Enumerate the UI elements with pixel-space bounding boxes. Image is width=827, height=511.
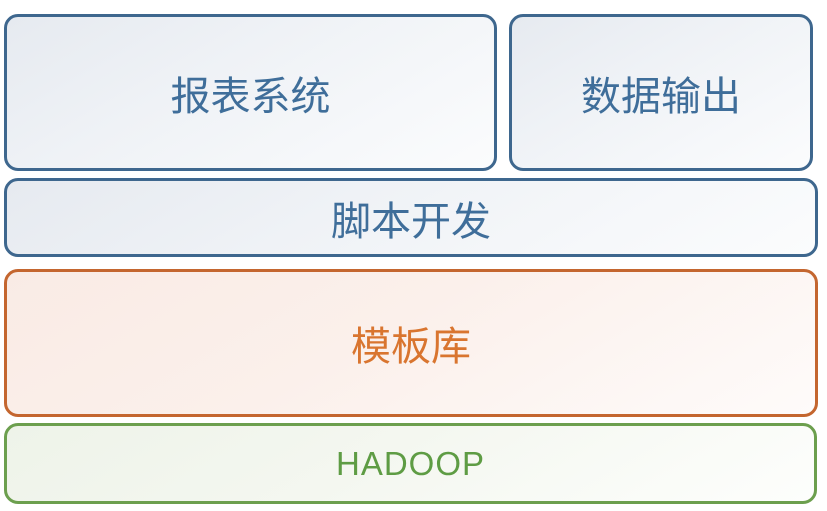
node-report-system-label: 报表系统 xyxy=(170,74,331,119)
node-script-dev-label: 脚本开发 xyxy=(331,199,491,244)
node-script-dev: 脚本开发 xyxy=(4,178,818,257)
node-report-system: 报表系统 xyxy=(4,14,497,171)
node-template-library: 模板库 xyxy=(4,269,818,417)
node-hadoop: HADOOP xyxy=(4,423,817,504)
node-hadoop-label: HADOOP xyxy=(335,444,486,482)
node-data-output: 数据输出 xyxy=(509,14,813,171)
node-template-library-label: 模板库 xyxy=(351,325,471,369)
node-data-output-label: 数据输出 xyxy=(581,74,741,119)
